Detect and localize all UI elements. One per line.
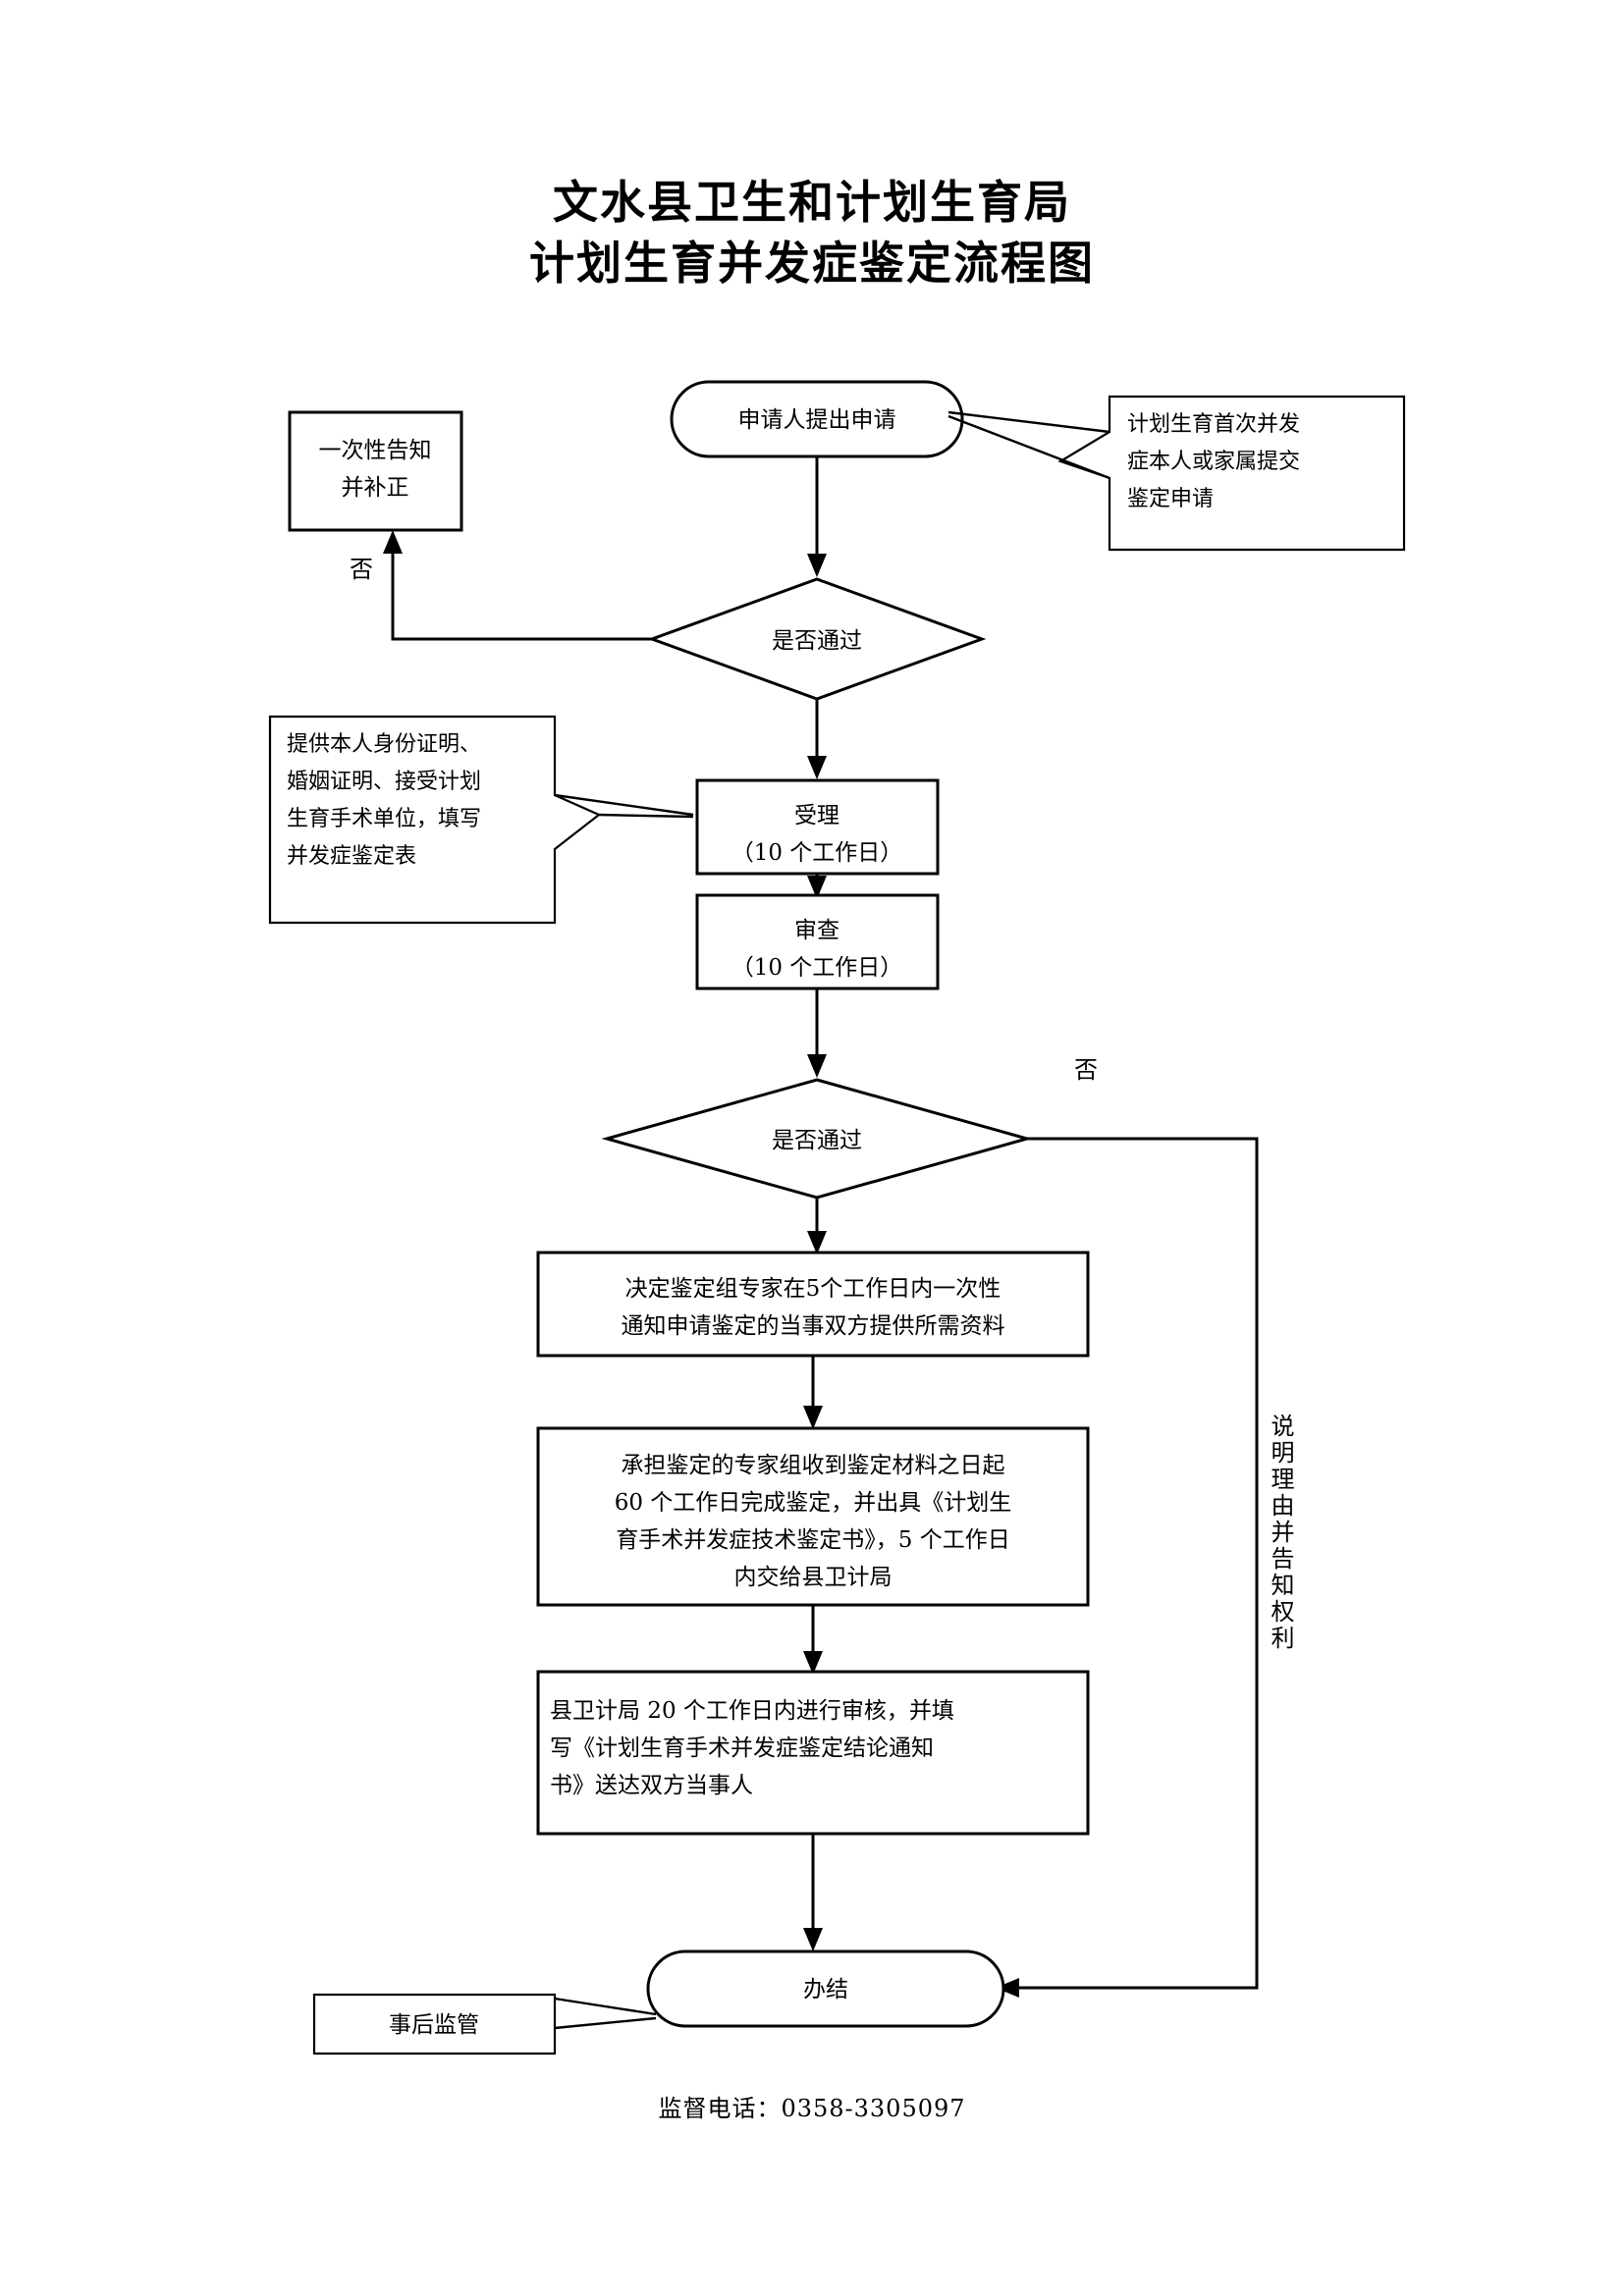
- node-notify-correct-line-2: 并补正: [342, 475, 409, 501]
- node-accept-shape: [695, 778, 940, 876]
- edge-review-to-decision2-arrow: [807, 1054, 827, 1078]
- edge-step2-to-step3-arrow: [803, 1651, 823, 1675]
- node-notify-correct-line-1: 一次性告知: [319, 438, 432, 463]
- node-end-label: 办结: [803, 1977, 848, 2002]
- note-left-accept-line-4: 并发症鉴定表: [287, 844, 416, 869]
- edge-step1-to-step2-arrow: [803, 1406, 823, 1429]
- edge-decision1-no: [391, 546, 652, 641]
- title-line-1: 文水县卫生和计划生育局: [553, 176, 1071, 229]
- note-left-accept-shape: [268, 715, 602, 925]
- note-left-accept-line-2: 婚姻证明、接受计划: [287, 770, 481, 794]
- node-review-line-1: 审查: [794, 918, 839, 943]
- edge-post-supervision-leader: [554, 1997, 657, 2030]
- node-notify-correct-shape: [288, 410, 463, 532]
- node-post-supervision-shape: [312, 1993, 557, 2056]
- node-decision1-label: 是否通过: [772, 628, 862, 654]
- edge-decision2-to-step1-arrow: [807, 1231, 827, 1255]
- node-step-bureau-review-line-3: 书》送达双方当事人: [550, 1773, 753, 1798]
- edge-start-to-decision1-arrow: [807, 554, 827, 577]
- page-title: 文水县卫生和计划生育局 计划生育并发症鉴定流程图: [0, 172, 1624, 294]
- node-step-expert-appraise-line-1: 承担鉴定的专家组收到鉴定材料之日起: [622, 1453, 1005, 1478]
- node-step-expert-notice-line-1: 决定鉴定组专家在5个工作日内一次性: [625, 1276, 1001, 1302]
- node-end-shape: [646, 1949, 1005, 2028]
- node-review-line-2: （10 个工作日）: [731, 955, 903, 981]
- note-right-top-shape: [1057, 395, 1406, 552]
- edge-label-no-1: 否: [350, 556, 373, 583]
- note-right-top-line-2: 症本人或家属提交: [1127, 450, 1300, 474]
- edge-decision1-to-accept-arrow: [807, 756, 827, 779]
- edge-accept-to-review-arrow: [807, 876, 827, 899]
- note-right-top-leader: [947, 410, 1110, 480]
- node-post-supervision-label: 事后监管: [389, 2012, 479, 2038]
- node-step-expert-appraise-line-2: 60 个工作日完成鉴定，并出具《计划生: [615, 1490, 1012, 1516]
- edge-label-reason-vertical: 说明理由并告知权利: [1267, 1414, 1294, 1652]
- edge-label-no-2: 否: [1074, 1056, 1098, 1084]
- node-accept-line-1: 受理: [794, 803, 839, 828]
- node-step-bureau-review-line-1: 县卫计局 20 个工作日内进行审核，并填: [550, 1698, 954, 1724]
- supervision-phone: 监督电话：0358-3305097: [658, 2095, 966, 2122]
- node-step-expert-appraise-line-4: 内交给县卫计局: [734, 1565, 893, 1590]
- node-step-expert-notice-line-2: 通知申请鉴定的当事双方提供所需资料: [622, 1313, 1005, 1339]
- node-step-bureau-review-line-2: 写《计划生育手术并发症鉴定结论通知: [550, 1735, 934, 1761]
- note-right-top-line-1: 计划生育首次并发: [1127, 412, 1300, 437]
- edge-decision1-no-arrow: [383, 530, 403, 554]
- note-left-accept-leader: [554, 793, 694, 819]
- note-left-accept-line-3: 生育手术单位，填写: [287, 807, 481, 831]
- node-accept-line-2: （10 个工作日）: [731, 840, 903, 866]
- node-step-expert-notice-shape: [536, 1251, 1090, 1358]
- note-left-accept-line-1: 提供本人身份证明、: [287, 732, 481, 757]
- node-start-label: 申请人提出申请: [738, 407, 896, 433]
- note-right-top-line-3: 鉴定申请: [1127, 487, 1214, 511]
- edge-decision2-no: [1011, 1137, 1259, 1990]
- node-decision2-label: 是否通过: [772, 1128, 862, 1153]
- edge-step3-to-end-arrow: [803, 1928, 823, 1951]
- node-step-bureau-review-shape: [536, 1670, 1090, 1836]
- title-line-2: 计划生育并发症鉴定流程图: [529, 237, 1095, 290]
- edge-decision2-no-arrow: [996, 1978, 1019, 1998]
- node-step-expert-appraise-line-3: 育手术并发症技术鉴定书》，5 个工作日: [616, 1527, 1009, 1553]
- node-step-expert-appraise-shape: [536, 1426, 1090, 1607]
